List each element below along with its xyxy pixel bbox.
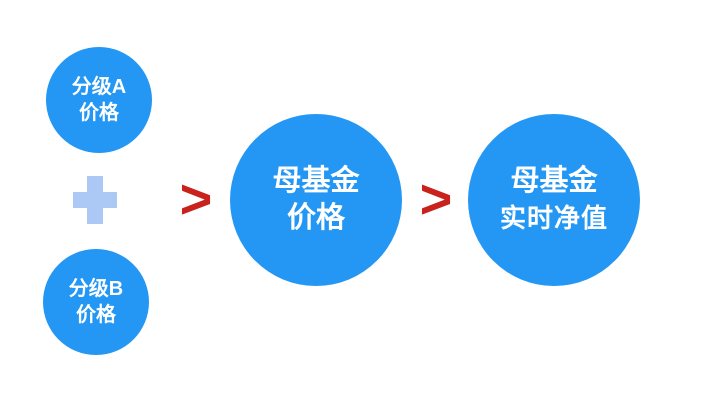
node-tier-b-price: 分级B 价格 bbox=[43, 249, 149, 355]
node-parent-fund-price-label-line1: 母基金 bbox=[272, 165, 360, 197]
node-tier-a-label-line2: 价格 bbox=[79, 102, 119, 124]
node-parent-fund-nav-label-line1: 母基金 bbox=[510, 165, 598, 197]
node-tier-b-label-line1: 分级B bbox=[68, 278, 124, 300]
greater-than-icon-2: > bbox=[419, 167, 453, 230]
node-parent-fund-realtime-nav: 母基金 实时净值 bbox=[468, 114, 640, 286]
node-tier-a-label-line1: 分级A bbox=[71, 76, 127, 98]
node-tier-a-price: 分级A 价格 bbox=[46, 47, 152, 153]
node-parent-fund-price-label-line2: 价格 bbox=[286, 202, 345, 234]
node-parent-fund-nav-label-line2: 实时净值 bbox=[499, 203, 608, 233]
node-parent-fund-price: 母基金 价格 bbox=[230, 114, 402, 286]
greater-than-icon-1: > bbox=[179, 167, 213, 230]
plus-icon bbox=[73, 176, 117, 224]
node-tier-b-label-line2: 价格 bbox=[76, 304, 116, 326]
